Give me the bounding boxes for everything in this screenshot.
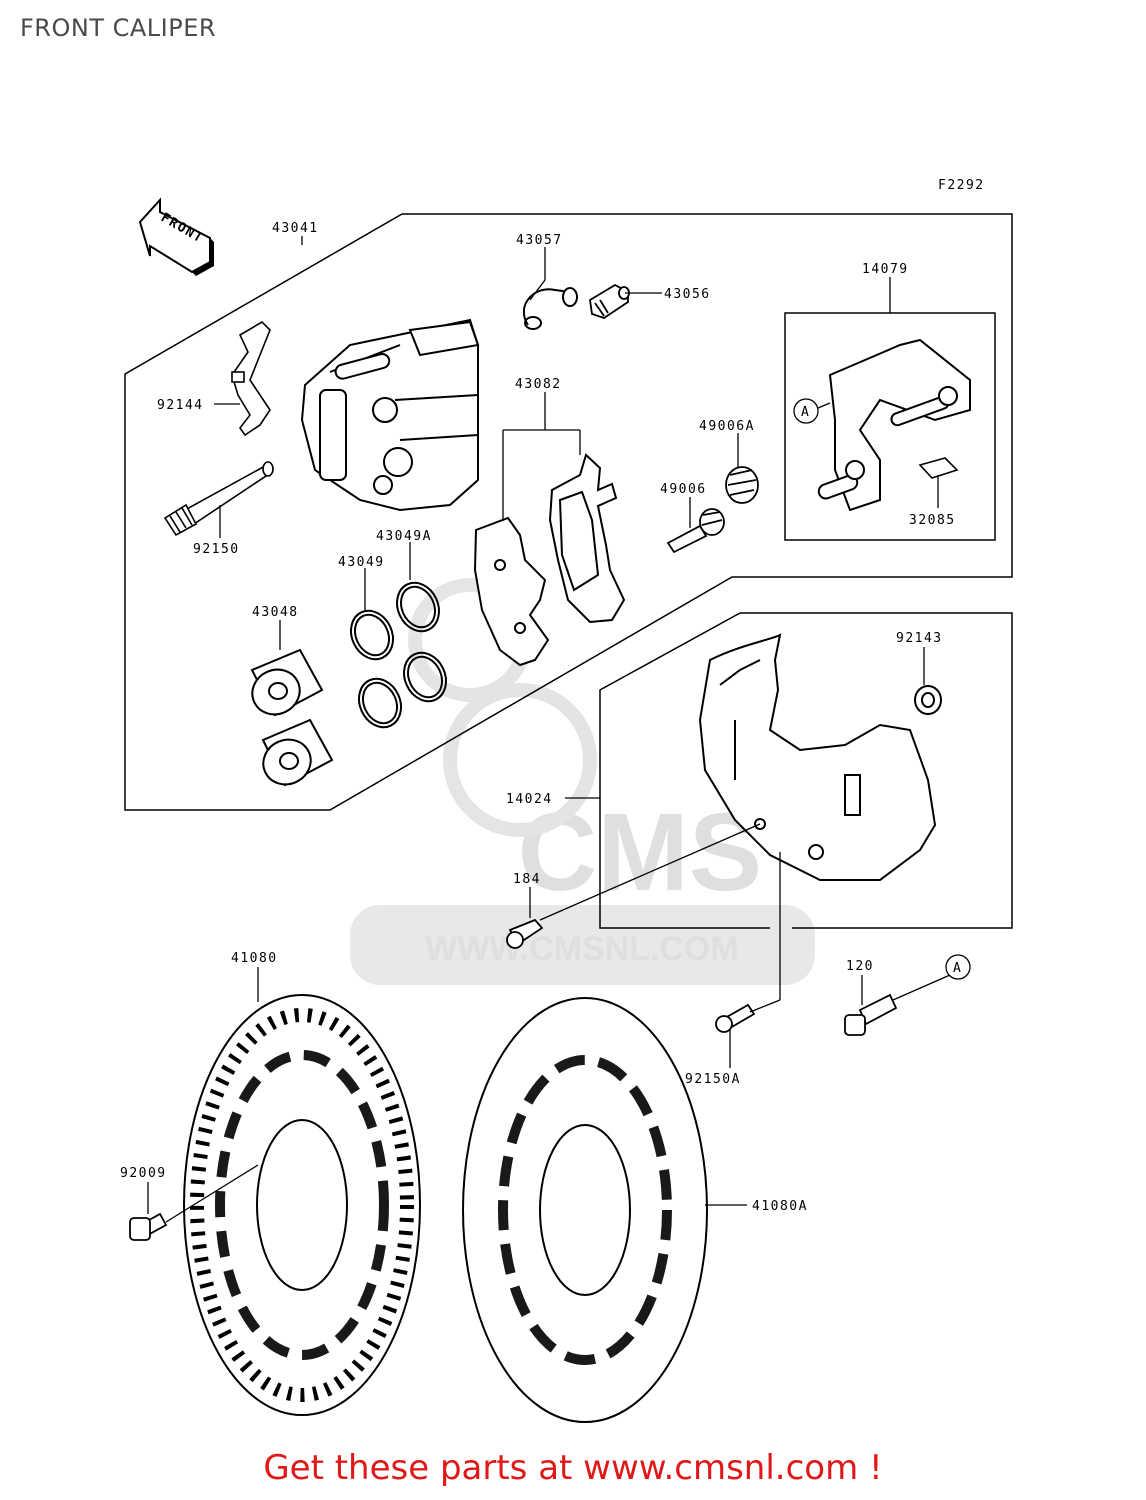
front-arrow-icon: FRONT xyxy=(138,197,214,276)
brake-disc xyxy=(183,994,421,1416)
part-label-120: 120 xyxy=(846,959,874,974)
piston-upper xyxy=(250,648,324,717)
ref-marker-a-upper: A xyxy=(793,398,819,424)
hose-clip xyxy=(522,287,578,330)
dust-boot xyxy=(666,508,725,554)
part-label-14079: 14079 xyxy=(862,262,909,277)
piston-seals xyxy=(350,581,447,729)
part-label-49006A: 49006A xyxy=(699,419,755,434)
part-label-41080: 41080 xyxy=(231,951,278,966)
part-label-92150A: 92150A xyxy=(685,1072,741,1087)
part-label-43082: 43082 xyxy=(515,377,562,392)
part-label-14024: 14024 xyxy=(506,792,553,807)
piston-lower xyxy=(261,718,334,787)
part-label-41080A: 41080A xyxy=(752,1199,808,1214)
part-label-92143: 92143 xyxy=(896,631,943,646)
bleeder-valve xyxy=(589,283,630,319)
figure-code: F2292 xyxy=(938,178,985,193)
ref-marker-a-upper-label: A xyxy=(801,405,810,420)
part-label-184: 184 xyxy=(513,872,541,887)
part-label-92009: 92009 xyxy=(120,1166,167,1181)
caliper-group-frame xyxy=(124,213,1013,811)
collar xyxy=(914,685,942,715)
bolt-92150A xyxy=(715,1003,756,1033)
slide-pin xyxy=(163,461,274,537)
bracket-clip xyxy=(918,457,959,479)
part-label-43048: 43048 xyxy=(252,605,299,620)
dust-boot-a xyxy=(725,466,759,504)
disc-cover xyxy=(698,633,937,881)
footer-link[interactable]: Get these parts at www.cmsnl.com ! xyxy=(263,1448,883,1488)
part-label-92150: 92150 xyxy=(193,542,240,557)
disc-cover-group-frame xyxy=(740,612,1013,929)
brake-disc-a xyxy=(462,997,708,1423)
part-label-43049: 43049 xyxy=(338,555,385,570)
leader-lines xyxy=(147,236,951,1223)
watermark-url: WWW.CMSNL.COM xyxy=(425,930,739,968)
page-title: FRONT CALIPER xyxy=(20,14,217,42)
brake-pads xyxy=(473,453,626,667)
bracket-group-frame xyxy=(784,312,996,541)
bolt-120 xyxy=(844,993,898,1036)
part-label-43056: 43056 xyxy=(664,287,711,302)
watermark-logo: CMS xyxy=(518,791,762,914)
pad-spring xyxy=(231,320,271,437)
part-label-49006: 49006 xyxy=(660,482,707,497)
part-label-43041: 43041 xyxy=(272,221,319,236)
bolt-92009 xyxy=(129,1212,168,1241)
part-label-92144: 92144 xyxy=(157,398,204,413)
part-label-32085: 32085 xyxy=(909,513,956,528)
caliper-body xyxy=(300,318,480,512)
part-label-43057: 43057 xyxy=(516,233,563,248)
bolt-184 xyxy=(506,918,544,949)
ref-marker-a-lower: A xyxy=(945,954,971,980)
part-label-43049A: 43049A xyxy=(376,529,432,544)
ref-marker-a-lower-label: A xyxy=(953,961,962,976)
part-labels: 43041 43057 43056 14079 92144 43082 4900… xyxy=(120,221,956,1214)
caliper-bracket xyxy=(817,338,971,512)
